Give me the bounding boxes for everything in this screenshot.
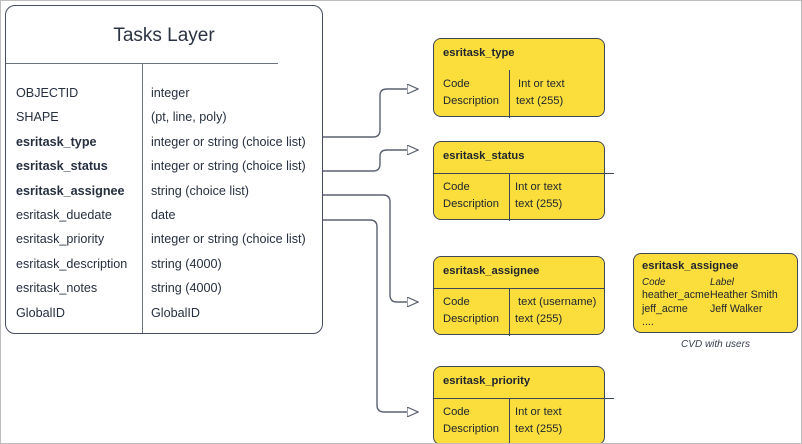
domain-box-esritask-priority[interactable]: esritask_priority Code Description Int o… (433, 366, 614, 443)
domain-description-type: text (255) (515, 422, 563, 435)
domain-description-label: Description (443, 312, 499, 325)
field-name: OBJECTID (16, 86, 79, 100)
domain-box-esritask-status[interactable]: esritask_status Code Description Int or … (433, 141, 614, 221)
field-type: integer or string (choice list) (151, 232, 306, 247)
domain-title-divider (434, 288, 604, 289)
field-name: esritask_notes (16, 281, 98, 296)
domain-code-label: Code (443, 406, 470, 418)
domain-code-label: Code (443, 296, 470, 308)
domain-code-type: Int or text (515, 406, 562, 418)
domain-column-divider (509, 173, 510, 221)
cvd-row-code: heather_acme (642, 289, 710, 301)
table-row[interactable]: esritask_notes string (4000) (6, 281, 322, 305)
cvd-title: esritask_assignee (642, 260, 739, 272)
field-type: integer (151, 86, 190, 100)
domain-code-type: text (username) (518, 296, 597, 308)
field-list: OBJECTID integer SHAPE (pt, line, poly) … (6, 86, 322, 330)
domain-column-divider (509, 398, 510, 443)
field-type: integer or string (choice list) (151, 134, 306, 149)
field-name: esritask_assignee (16, 183, 125, 198)
cvd-row-code: jeff_acme (642, 303, 688, 315)
connector-esritask-status (323, 150, 418, 172)
connector-esritask-priority (323, 219, 418, 412)
field-name: SHAPE (16, 110, 59, 125)
domain-description-label: Description (443, 197, 499, 210)
cvd-row-label: Jeff Walker (710, 303, 763, 315)
field-type: string (choice list) (151, 183, 249, 198)
domain-description-label: Description (443, 422, 499, 435)
cvd-row-code: .... (642, 316, 654, 328)
table-row[interactable]: GlobalID GlobalID (6, 306, 322, 330)
entity-tasks-layer[interactable]: Tasks Layer OBJECTID integer SHAPE (pt, … (5, 5, 323, 334)
domain-title-divider (434, 398, 614, 399)
connector-esritask-type (323, 89, 418, 138)
field-type: string (4000) (151, 256, 222, 271)
field-type: integer or string (choice list) (151, 159, 306, 174)
field-name: esritask_type (16, 134, 97, 149)
domain-code-label: Code (443, 181, 470, 193)
domain-code-type: Int or text (515, 181, 562, 193)
domain-box-title: esritask_type (443, 47, 515, 59)
domain-description-type: text (255) (515, 197, 563, 210)
domain-box-esritask-type[interactable]: esritask_type Code Description Int or te… (433, 38, 605, 118)
cvd-caption: CVD with users (681, 339, 750, 350)
table-row[interactable]: esritask_status integer or string (choic… (6, 159, 322, 183)
table-row[interactable]: esritask_type integer or string (choice … (6, 135, 322, 159)
table-row[interactable]: SHAPE (pt, line, poly) (6, 110, 322, 134)
field-name: esritask_status (16, 159, 108, 174)
field-name: esritask_duedate (16, 207, 112, 222)
domain-box-esritask-assignee[interactable]: esritask_assignee Code Description text … (433, 256, 605, 336)
cvd-sample-box[interactable]: esritask_assignee Code Label heather_acm… (633, 253, 798, 333)
field-name: esritask_priority (16, 232, 105, 247)
domain-box-title: esritask_priority (443, 375, 531, 387)
table-row[interactable]: OBJECTID integer (6, 86, 322, 110)
domain-code-label: Code (443, 78, 470, 90)
cvd-header-code: Code (642, 277, 666, 288)
field-type: GlobalID (151, 305, 200, 320)
table-row[interactable]: esritask_priority integer or string (cho… (6, 232, 322, 256)
cvd-header-label: Label (710, 277, 734, 288)
table-row[interactable]: esritask_duedate date (6, 208, 322, 232)
domain-column-divider (509, 288, 510, 336)
domain-description-label: Description (443, 94, 499, 107)
domain-title-divider (434, 173, 614, 174)
table-row[interactable]: esritask_assignee string (choice list) (6, 184, 322, 208)
table-row[interactable]: esritask_description string (4000) (6, 257, 322, 281)
field-type: string (4000) (151, 281, 222, 296)
field-type: date (151, 207, 176, 222)
column-divider (142, 63, 143, 333)
domain-box-title: esritask_assignee (443, 265, 540, 277)
domain-description-type: text (255) (516, 94, 564, 107)
connector-esritask-assignee (323, 194, 418, 302)
domain-column-divider (509, 70, 510, 118)
domain-code-type: Int or text (518, 78, 565, 90)
domain-box-title: esritask_status (443, 150, 525, 162)
page-title: Tasks Layer (113, 25, 215, 46)
field-name: GlobalID (16, 305, 65, 320)
cvd-row-label: Heather Smith (710, 289, 778, 301)
domain-description-type: text (255) (515, 312, 563, 325)
field-name: esritask_description (16, 256, 128, 271)
field-type: (pt, line, poly) (151, 110, 227, 125)
